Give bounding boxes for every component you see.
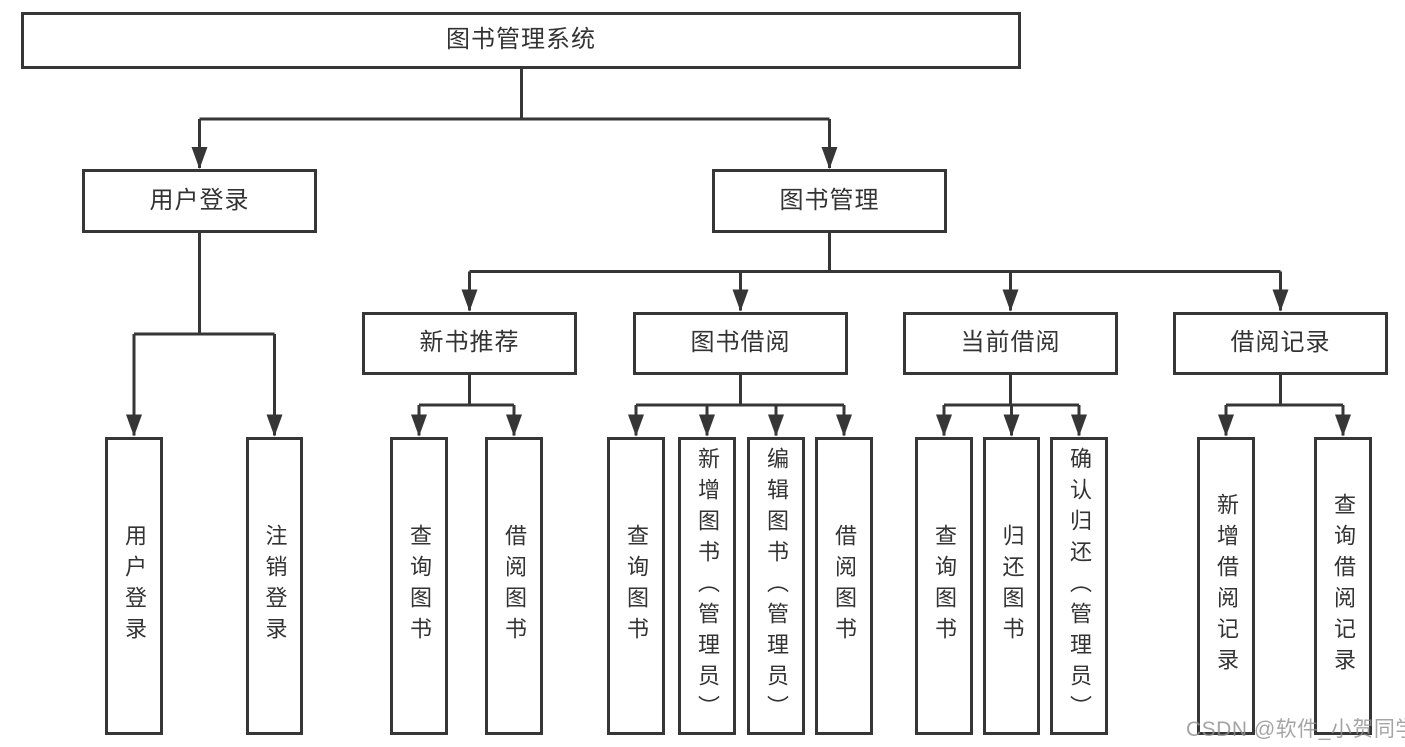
- node-current-borrow-label: 当前借阅: [960, 329, 1061, 357]
- node-book-borrow: 图书借阅: [633, 312, 848, 375]
- leaf-borrow-books-recommend-label: 借阅图书: [502, 524, 527, 648]
- node-user-login: 用户登录: [82, 169, 317, 233]
- leaf-return-book-label: 归还图书: [999, 524, 1025, 648]
- leaf-edit-book-admin: 编辑图书（管理员）: [747, 437, 805, 735]
- leaf-query-books-current-label: 查询图书: [932, 524, 957, 648]
- leaf-query-books-recommend: 查询图书: [390, 437, 448, 735]
- node-root: 图书管理系统: [21, 12, 1021, 69]
- leaf-add-book-admin: 新增图书（管理员）: [678, 437, 736, 735]
- node-borrow-records-label: 借阅记录: [1230, 329, 1331, 357]
- node-user-login-label: 用户登录: [149, 186, 250, 214]
- node-book-management: 图书管理: [712, 169, 947, 233]
- node-root-label: 图书管理系统: [446, 26, 596, 54]
- leaf-confirm-return-admin-label: 确认归还（管理员）: [1067, 446, 1092, 726]
- node-current-borrow: 当前借阅: [903, 312, 1118, 375]
- leaf-query-books-recommend-label: 查询图书: [407, 524, 432, 648]
- leaf-add-borrow-record-label: 新增借阅记录: [1214, 493, 1239, 679]
- leaf-logout-login: 注销登录: [246, 437, 303, 735]
- node-book-borrow-label: 图书借阅: [690, 329, 791, 357]
- leaf-confirm-return-admin: 确认归还（管理员）: [1050, 437, 1108, 735]
- leaf-borrow-books-label: 借阅图书: [832, 524, 857, 648]
- leaf-query-books-current: 查询图书: [915, 437, 973, 735]
- leaf-borrow-books: 借阅图书: [815, 437, 873, 735]
- leaf-query-books-borrow: 查询图书: [607, 437, 665, 735]
- leaf-query-books-borrow-label: 查询图书: [624, 524, 649, 648]
- leaf-add-borrow-record: 新增借阅记录: [1197, 437, 1255, 735]
- leaf-query-borrow-record: 查询借阅记录: [1314, 437, 1372, 735]
- leaf-borrow-books-recommend: 借阅图书: [485, 437, 543, 735]
- leaf-user-login-label: 用户登录: [122, 524, 147, 648]
- leaf-user-login: 用户登录: [105, 437, 163, 735]
- node-borrow-records: 借阅记录: [1173, 312, 1388, 375]
- node-book-management-label: 图书管理: [779, 186, 880, 214]
- node-new-book-recommend-label: 新书推荐: [419, 329, 520, 357]
- leaf-logout-login-label: 注销登录: [262, 524, 288, 648]
- node-new-book-recommend: 新书推荐: [362, 312, 577, 375]
- leaf-query-borrow-record-label: 查询借阅记录: [1331, 493, 1356, 679]
- csdn-watermark: CSDN @软件_小贺同学: [1186, 718, 1405, 741]
- leaf-edit-book-admin-label: 编辑图书（管理员）: [764, 446, 789, 726]
- leaf-add-book-admin-label: 新增图书（管理员）: [695, 446, 720, 726]
- leaf-return-book: 归还图书: [983, 437, 1040, 735]
